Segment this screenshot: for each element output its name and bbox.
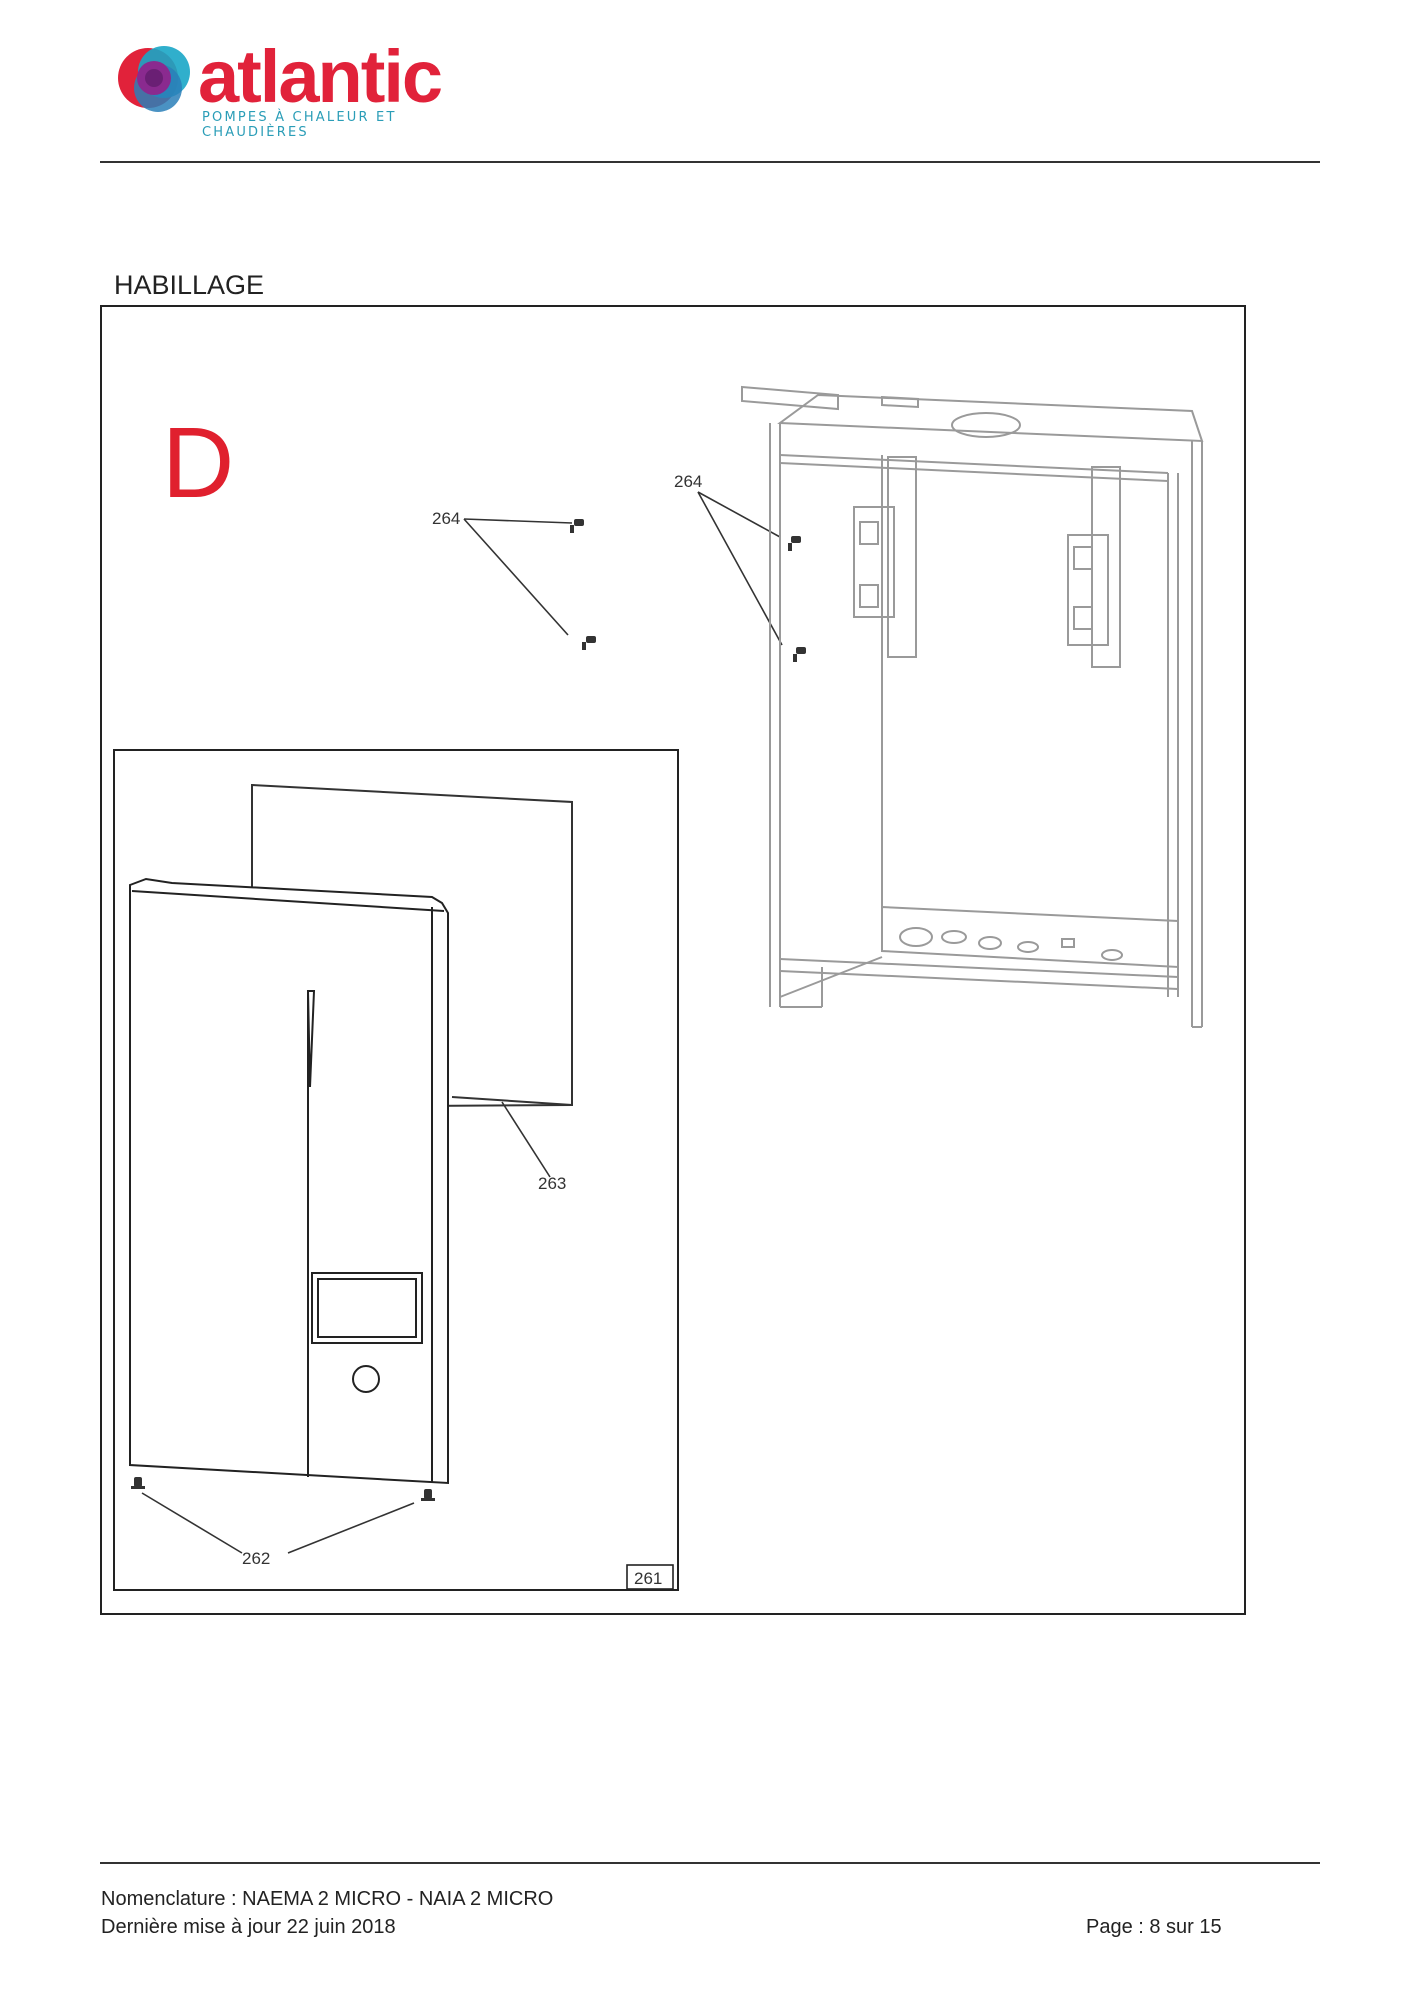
brand-tagline: POMPES À CHALEUR ET CHAUDIÈRES bbox=[202, 110, 397, 140]
screw-icon bbox=[421, 1489, 435, 1501]
screw-icon bbox=[788, 536, 801, 551]
label-261: 261 bbox=[634, 1569, 662, 1588]
brand-name: atlantic bbox=[198, 35, 443, 118]
screws-left-group bbox=[463, 518, 573, 636]
label-264-left: 264 bbox=[432, 509, 460, 528]
label-261-box bbox=[626, 1564, 674, 1590]
screw-icon bbox=[582, 636, 596, 650]
label-263: 263 bbox=[538, 1174, 566, 1193]
header-divider bbox=[100, 161, 1320, 163]
back-panel-leader bbox=[501, 1101, 551, 1178]
footer-nomenclature: Nomenclature : NAEMA 2 MICRO - NAIA 2 MI… bbox=[101, 1888, 554, 1910]
label-264-right: 264 bbox=[674, 472, 702, 491]
screw-icon bbox=[131, 1477, 145, 1489]
screw-icon bbox=[793, 647, 806, 662]
exploded-view-drawing: D 264 264 bbox=[113, 385, 1204, 1591]
wall-frame bbox=[741, 385, 1204, 1028]
screws-right-group bbox=[697, 491, 783, 646]
atlantic-logo: atlantic POMPES À CHALEUR ET CHAUDIÈRES bbox=[110, 35, 490, 140]
footer-updated: Dernière mise à jour 22 juin 2018 bbox=[101, 1916, 396, 1938]
section-title: HABILLAGE bbox=[114, 270, 265, 300]
footer-page-number: Page : 8 sur 15 bbox=[1086, 1916, 1222, 1938]
label-262: 262 bbox=[242, 1549, 270, 1568]
front-cover bbox=[129, 877, 449, 1485]
footer-divider bbox=[100, 1862, 1320, 1864]
bottom-screws-group bbox=[141, 1492, 415, 1554]
sheet-letter: D bbox=[162, 407, 234, 519]
logo-mark-icon bbox=[118, 46, 190, 112]
exploded-view-figure: D 264 264 bbox=[100, 305, 1246, 1615]
screw-icon bbox=[570, 519, 584, 533]
front-assembly-box bbox=[113, 749, 679, 1591]
